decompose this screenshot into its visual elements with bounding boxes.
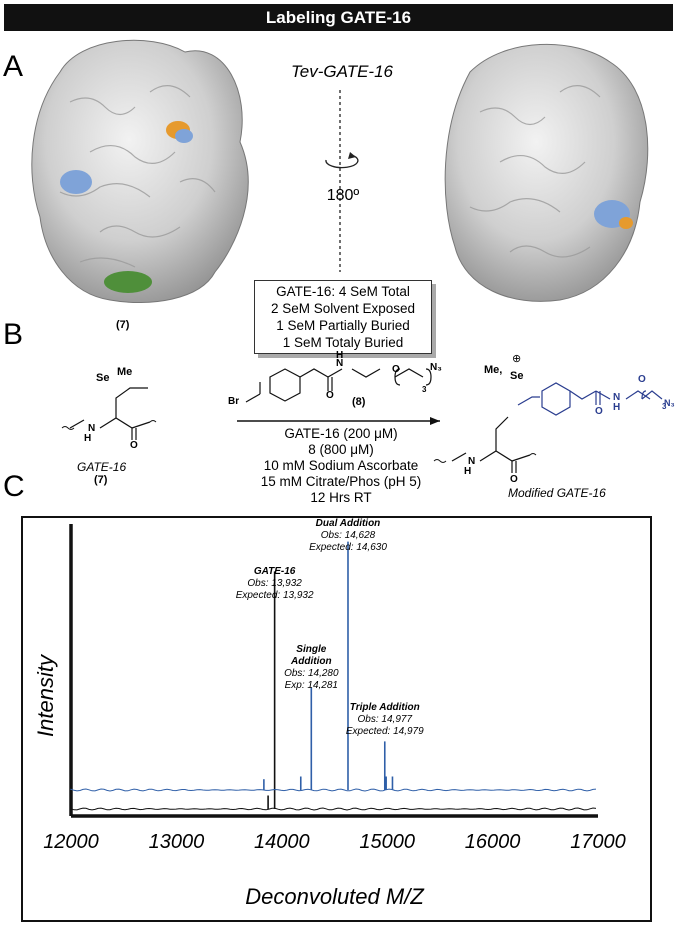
- atom-o-peg-reagent: O: [392, 364, 400, 375]
- condition-reagent8: 8 (800 μM): [308, 442, 374, 457]
- product-name: Modified GATE-16: [508, 486, 606, 500]
- y-axis-label: Intensity: [33, 653, 58, 737]
- blue-patch-left-side: [60, 170, 92, 194]
- x-tick-label: 16000: [465, 831, 521, 853]
- protein-label: Tev-GATE-16: [290, 62, 394, 81]
- selenonium-charge-icon: ⊕: [512, 353, 522, 365]
- atom-o-product: O: [510, 474, 518, 485]
- atom-se-start: Se: [96, 372, 110, 384]
- atom-o-peg-product: O: [638, 374, 646, 385]
- x-tick-label: 17000: [570, 831, 626, 853]
- atom-h-amide-product: H: [613, 402, 621, 413]
- mass-spectrum-frame: [21, 516, 652, 922]
- x-tick-label: 14000: [254, 831, 310, 853]
- x-tick-label: 15000: [359, 831, 415, 853]
- info-line-exposed: 2 SeM Solvent Exposed: [270, 301, 416, 316]
- info-line-partial: 1 SeM Partially Buried: [276, 318, 410, 333]
- condition-gate16: GATE-16 (200 μM): [284, 426, 398, 441]
- atom-br: Br: [228, 396, 240, 407]
- peak-annotation-title: Single: [296, 644, 326, 655]
- product-structure: [433, 416, 537, 473]
- trace-baseline-0: [70, 807, 597, 811]
- peak-annotation-line: Obs: 14,977: [358, 714, 413, 725]
- reaction-arrowhead-icon: [430, 417, 440, 425]
- rotation-label: 180º: [326, 187, 360, 204]
- atom-o-reagent: O: [326, 390, 334, 401]
- atom-n-start: N: [88, 423, 96, 434]
- atom-h-reagent: H: [336, 350, 344, 361]
- peg-subscript-product: 3: [662, 402, 667, 411]
- trace-baseline-1: [70, 788, 597, 792]
- blue-patch-left-top: [175, 129, 193, 143]
- peak-annotation-line: Expected: 14,630: [309, 542, 387, 553]
- panel-label-b: B: [3, 318, 24, 351]
- atom-o-start: O: [130, 440, 138, 451]
- atom-n-reagent: N: [336, 358, 344, 369]
- figure-banner-title: Labeling GATE-16: [4, 4, 673, 31]
- rotation-arrowhead-icon: [348, 152, 356, 159]
- peak-annotation-title: Addition: [290, 656, 332, 667]
- atom-me-start: Me: [117, 366, 133, 378]
- peak-annotation-line: Obs: 14,280: [284, 668, 339, 679]
- peak-annotation-line: Expected: 13,932: [236, 590, 314, 601]
- protein-surface-right: [444, 43, 649, 302]
- x-tick-label: 12000: [43, 831, 99, 853]
- peak-annotation-title: Triple Addition: [350, 702, 420, 713]
- panel-label-a: A: [3, 50, 24, 83]
- panel-b-reaction-scheme: [61, 368, 663, 473]
- reagent-number: (8): [352, 396, 366, 408]
- atom-h-start: H: [84, 433, 92, 444]
- product-blue-fragment: [517, 382, 663, 416]
- condition-ascorbate: 10 mM Sodium Ascorbate: [263, 458, 419, 473]
- green-patch-left: [104, 271, 152, 293]
- peak-annotation-line: Obs: 14,628: [321, 530, 376, 541]
- condition-time: 12 Hrs RT: [310, 490, 372, 505]
- panel-label-c: C: [3, 470, 25, 503]
- start-structure: [61, 387, 157, 440]
- rotation-arrow-icon: [325, 155, 359, 169]
- peg-subscript-reagent: 3: [422, 385, 427, 394]
- x-tick-label: 13000: [149, 831, 205, 853]
- start-name: GATE-16: [77, 460, 127, 474]
- info-line-total: GATE-16: 4 SeM Total: [276, 284, 410, 299]
- atom-o-amide-product: O: [595, 406, 603, 417]
- start-number: (7): [94, 474, 108, 486]
- x-axis-label: Deconvoluted M/Z: [245, 884, 425, 909]
- atom-n-amide-product: N: [613, 392, 621, 403]
- atom-n3-reagent: N₃: [430, 362, 442, 373]
- reaction-conditions: GATE-16 (200 μM) 8 (800 μM) 10 mM Sodium…: [236, 426, 446, 506]
- peak-annotation-line: Expected: 14,979: [346, 726, 424, 737]
- atom-se-product: Se: [510, 370, 524, 382]
- peak-annotation-line: Obs: 13,932: [247, 578, 302, 589]
- orange-patch-right: [619, 217, 633, 229]
- atom-me-product: Me,: [484, 364, 503, 376]
- condition-buffer: 15 mM Citrate/Phos (pH 5): [260, 474, 422, 489]
- info-line-buried: 1 SeM Totaly Buried: [282, 335, 404, 350]
- peak-annotation-title: Dual Addition: [316, 518, 381, 529]
- compound-7-label: (7): [116, 319, 130, 331]
- reagent-8-structure: [245, 368, 432, 403]
- atom-h-product: H: [464, 466, 472, 477]
- selenomethionine-info-box: GATE-16: 4 SeM Total 2 SeM Solvent Expos…: [254, 280, 432, 354]
- atom-n3-product: N₃: [664, 398, 675, 408]
- peak-annotation-line: Exp: 14,281: [285, 680, 338, 691]
- atom-n-product: N: [468, 456, 476, 467]
- panel-a-protein-figure: [31, 39, 649, 304]
- peak-annotation-title: GATE-16: [254, 566, 296, 577]
- protein-surface-left: [31, 39, 249, 304]
